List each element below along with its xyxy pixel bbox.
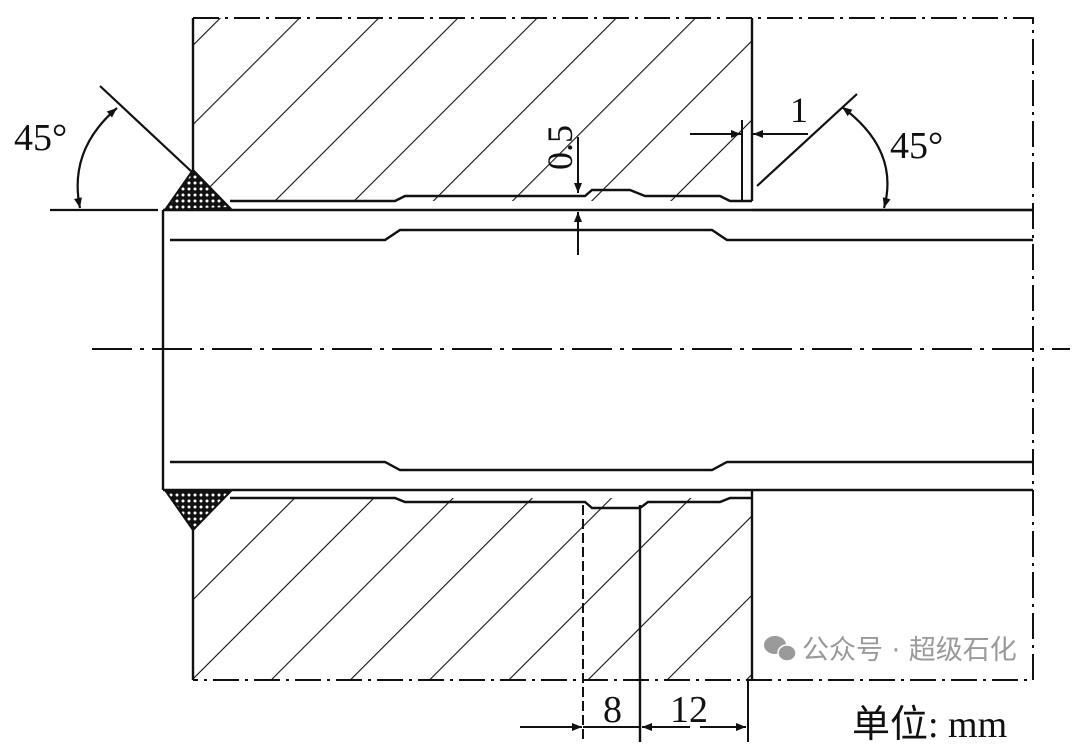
bottom-dimensions — [520, 680, 749, 742]
weld-top — [163, 168, 233, 212]
radial-gap-label: 0.5 — [540, 125, 580, 170]
angle-dimension-left — [50, 85, 193, 212]
axial-gap-dimension — [690, 120, 808, 200]
angle-label-right: 45° — [890, 125, 943, 167]
weld-bottom — [163, 488, 233, 532]
offset-label: 12 — [670, 689, 708, 731]
groove-width-label: 8 — [603, 689, 622, 731]
upper-tubesheet — [191, 18, 754, 203]
axial-gap-label: 1 — [790, 90, 808, 130]
lower-tubesheet — [191, 490, 754, 742]
wechat-icon — [764, 636, 797, 662]
phantom-outline — [193, 17, 1034, 681]
watermark-text: 公众号 · 超级石化 — [802, 635, 1017, 666]
angle-label-left: 45° — [14, 117, 67, 159]
angle-dimension-right — [752, 93, 1033, 212]
watermark: 公众号 · 超级石化 — [764, 635, 1017, 666]
unit-label: 单位: mm — [852, 704, 1007, 746]
